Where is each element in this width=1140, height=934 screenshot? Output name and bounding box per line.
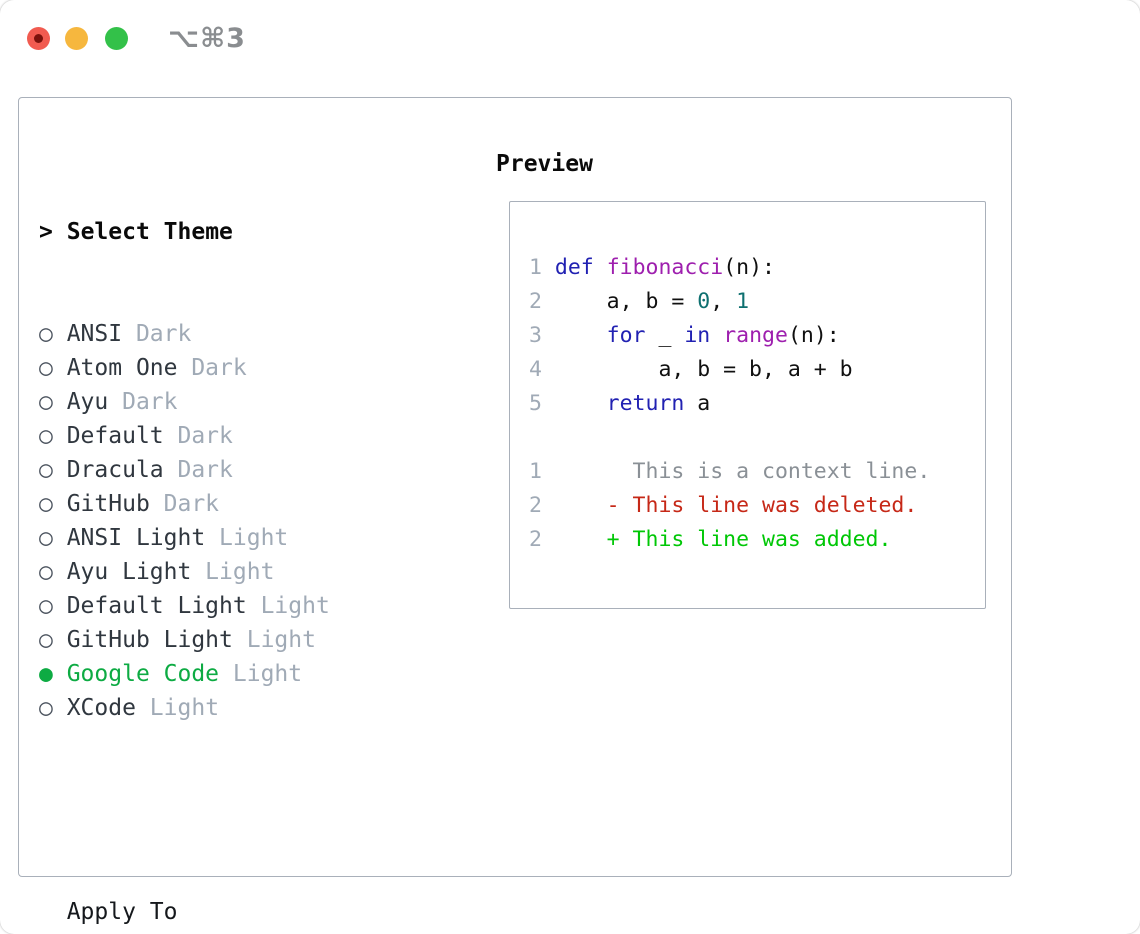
theme-variant: Dark [108, 389, 178, 415]
theme-variant: Dark [177, 355, 247, 381]
prompt-icon: > [39, 219, 53, 245]
radio-icon: ○ [39, 525, 67, 551]
theme-name: ANSI Light [66, 525, 206, 551]
theme-name: ANSI [66, 321, 123, 347]
theme-variant: Light [205, 525, 289, 551]
theme-name: Ayu [66, 389, 109, 415]
close-button[interactable] [27, 27, 50, 50]
theme-name: GitHub Light [66, 627, 233, 653]
theme-variant: Light [246, 593, 330, 619]
theme-name: Google Code [66, 661, 220, 687]
code-line: 5 return a [529, 391, 711, 416]
code-line: 3 for _ in range(n): [529, 323, 840, 348]
code-line: 2 a, b = 0, 1 [529, 289, 750, 314]
apply-to-header: Apply To [66, 899, 178, 925]
radio-icon: ○ [39, 627, 67, 653]
theme-option-google-code[interactable]: ● Google Code Light [39, 657, 484, 691]
select-theme-header: > Select Theme [39, 215, 484, 249]
radio-icon: ○ [39, 593, 67, 619]
theme-variant: Light [135, 695, 220, 721]
theme-name: XCode [66, 695, 136, 721]
code-line: 1 def fibonacci(n): [529, 255, 775, 280]
radio-icon: ○ [39, 321, 67, 347]
theme-variant: Dark [163, 457, 233, 483]
radio-icon: ○ [39, 695, 67, 721]
radio-selected-icon: ● [39, 661, 67, 687]
code-line-blank [529, 421, 985, 455]
theme-option-ansi[interactable]: ○ ANSI Dark [39, 317, 484, 351]
code-line: 1 This is a context line. [529, 459, 931, 484]
theme-option-ansi-light[interactable]: ○ ANSI Light Light [39, 521, 484, 555]
theme-option-ayu[interactable]: ○ Ayu Dark [39, 385, 484, 419]
maximize-button[interactable] [105, 27, 128, 50]
theme-variant: Dark [149, 491, 220, 517]
radio-icon: ○ [39, 491, 67, 517]
preview-code-box: 1 def fibonacci(n): 2 a, b = 0, 1 3 for _ … [509, 201, 986, 609]
theme-list: ○ ANSI Dark○ Atom One Dark○ Ayu Dark○ De… [39, 317, 484, 725]
theme-option-github[interactable]: ○ GitHub Dark [39, 487, 484, 521]
minimize-button[interactable] [65, 27, 88, 50]
select-theme-title: Select Theme [66, 219, 233, 245]
code-line: 2 + This line was added. [529, 527, 892, 552]
radio-icon: ○ [39, 457, 67, 483]
radio-icon: ○ [39, 423, 67, 449]
radio-icon: ○ [39, 355, 67, 381]
theme-option-atom-one[interactable]: ○ Atom One Dark [39, 351, 484, 385]
theme-option-github-light[interactable]: ○ GitHub Light Light [39, 623, 484, 657]
preview-header: Preview [496, 151, 593, 177]
theme-name: Default [66, 423, 164, 449]
theme-picker-panel: > Select Theme ○ ANSI Dark○ Atom One Dar… [18, 97, 1012, 925]
theme-variant: Dark [163, 423, 233, 449]
code-line: 2 - This line was deleted. [529, 493, 918, 518]
theme-variant: Light [232, 627, 316, 653]
theme-name: Atom One [66, 355, 178, 381]
theme-name: Ayu Light [66, 559, 192, 585]
theme-option-default[interactable]: ○ Default Dark [39, 419, 484, 453]
code-line: 4 a, b = b, a + b [529, 357, 853, 382]
theme-name: Dracula [66, 457, 164, 483]
theme-option-default-light[interactable]: ○ Default Light Light [39, 589, 484, 623]
theme-option-xcode[interactable]: ○ XCode Light [39, 691, 484, 725]
theme-name: GitHub [66, 491, 150, 517]
theme-option-ayu-light[interactable]: ○ Ayu Light Light [39, 555, 484, 589]
theme-option-dracula[interactable]: ○ Dracula Dark [39, 453, 484, 487]
theme-variant: Dark [122, 321, 192, 347]
left-column: > Select Theme ○ ANSI Dark○ Atom One Dar… [39, 147, 484, 934]
theme-variant: Light [191, 559, 275, 585]
radio-icon: ○ [39, 389, 67, 415]
radio-icon: ○ [39, 559, 67, 585]
theme-variant: Light [219, 661, 303, 687]
window-title: ⌥⌘3 [168, 23, 246, 54]
theme-name: Default Light [66, 593, 247, 619]
